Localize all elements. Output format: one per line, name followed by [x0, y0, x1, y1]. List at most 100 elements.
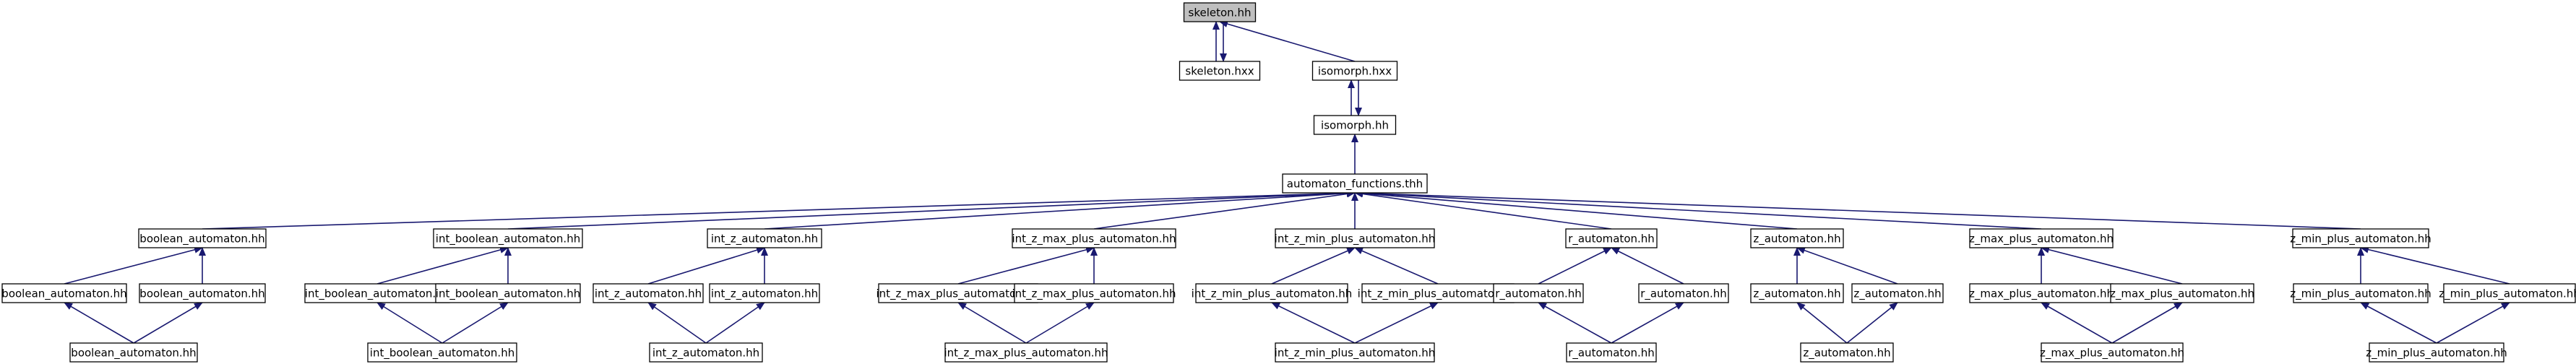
node-box — [878, 283, 1038, 303]
edge-n39-to-n29 — [2111, 302, 2183, 344]
node-box — [1282, 173, 1428, 194]
edge-n38-to-n26 — [1796, 302, 1848, 344]
edge-n27-to-n11 — [1796, 247, 1898, 285]
node-n4[interactable]: automaton_functions.thh — [1282, 173, 1428, 194]
edge-n31-to-n13 — [2360, 246, 2510, 285]
node-label: boolean_automaton.hh — [1, 287, 126, 301]
node-label: skeleton.hxx — [1185, 65, 1254, 78]
node-box — [1565, 228, 1658, 248]
node-label: int_z_max_plus_automaton.hh — [1012, 287, 1176, 301]
node-label: r_automaton.hh — [1568, 347, 1655, 360]
node-box — [367, 342, 517, 363]
node-n14[interactable]: boolean_automaton.hh — [1, 283, 127, 303]
node-n19[interactable]: int_z_automaton.hh — [709, 283, 820, 303]
node-label: int_z_min_plus_automaton.hh — [1192, 287, 1353, 301]
node-n22[interactable]: int_z_min_plus_automaton.hh — [1192, 283, 1353, 303]
node-label: int_boolean_automaton.hh — [436, 287, 580, 301]
node-label: int_z_max_plus_automaton.hh — [1012, 233, 1176, 246]
node-n0[interactable]: skeleton.hh — [1183, 2, 1257, 22]
node-label: int_z_min_plus_automaton.hh — [1275, 347, 1436, 360]
node-label: z_max_plus_automaton.hh — [2110, 287, 2254, 301]
node-n10[interactable]: r_automaton.hh — [1565, 228, 1658, 248]
node-n25[interactable]: r_automaton.hh — [1638, 283, 1729, 303]
node-label: int_z_automaton.hh — [595, 287, 702, 301]
node-n30[interactable]: z_min_plus_automaton.hh — [2290, 283, 2431, 303]
node-label: int_z_min_plus_automaton.hh — [1358, 287, 1519, 301]
node-box — [1183, 2, 1257, 22]
node-n34[interactable]: int_z_automaton.hh — [649, 342, 763, 363]
node-n6[interactable]: int_boolean_automaton.hh — [433, 228, 583, 248]
node-label: int_z_max_plus_automaton.hh — [876, 287, 1040, 301]
node-n17[interactable]: int_boolean_automaton.hh — [435, 283, 581, 303]
node-n12[interactable]: z_max_plus_automaton.hh — [1969, 228, 2114, 248]
node-box — [2443, 283, 2576, 303]
node-box — [709, 283, 820, 303]
node-n37[interactable]: r_automaton.hh — [1566, 342, 1657, 363]
node-box — [1275, 228, 1435, 248]
node-label: r_automaton.hh — [1568, 233, 1655, 246]
node-label: z_automaton.hh — [1753, 287, 1840, 301]
node-n21[interactable]: int_z_max_plus_automaton.hh — [1012, 283, 1176, 303]
node-n31[interactable]: z_min_plus_automaton.hh — [2439, 283, 2576, 303]
node-n36[interactable]: int_z_min_plus_automaton.hh — [1275, 342, 1436, 363]
node-label: z_max_plus_automaton.hh — [1969, 287, 2114, 301]
node-n32[interactable]: boolean_automaton.hh — [69, 342, 198, 363]
node-n16[interactable]: int_boolean_automaton.hh — [304, 283, 450, 303]
node-n33[interactable]: int_boolean_automaton.hh — [367, 342, 517, 363]
node-box — [593, 283, 704, 303]
node-n18[interactable]: int_z_automaton.hh — [593, 283, 704, 303]
node-box — [1800, 342, 1894, 363]
node-box — [1, 283, 127, 303]
edge-n36-to-n23 — [1354, 302, 1439, 344]
node-n20[interactable]: int_z_max_plus_automaton.hh — [876, 283, 1041, 303]
node-n38[interactable]: z_automaton.hh — [1800, 342, 1894, 363]
node-n15[interactable]: boolean_automaton.hh — [139, 283, 266, 303]
node-label: boolean_automaton.hh — [139, 233, 264, 246]
node-box — [1969, 228, 2114, 248]
node-box — [2292, 228, 2429, 248]
node-box — [2293, 283, 2429, 303]
node-n13[interactable]: z_min_plus_automaton.hh — [2290, 228, 2431, 248]
edge-n38-to-n27 — [1846, 302, 1898, 344]
node-n5[interactable]: boolean_automaton.hh — [138, 228, 267, 248]
node-n2[interactable]: isomorph.hxx — [1311, 61, 1398, 81]
edge-n7-to-n4 — [764, 189, 1356, 230]
node-n23[interactable]: int_z_min_plus_automaton.hh — [1358, 283, 1519, 303]
node-n27[interactable]: z_automaton.hh — [1851, 283, 1944, 303]
node-n40[interactable]: z_min_plus_automaton.hh — [2366, 342, 2507, 363]
node-n3[interactable]: isomorph.hh — [1313, 115, 1397, 135]
node-n26[interactable]: z_automaton.hh — [1750, 283, 1844, 303]
node-n24[interactable]: r_automaton.hh — [1493, 283, 1584, 303]
node-n39[interactable]: z_max_plus_automaton.hh — [2040, 342, 2184, 363]
node-n1[interactable]: skeleton.hxx — [1179, 61, 1261, 81]
node-box — [69, 342, 198, 363]
node-n9[interactable]: int_z_min_plus_automaton.hh — [1275, 228, 1436, 248]
node-n29[interactable]: z_max_plus_automaton.hh — [2110, 283, 2254, 303]
node-box — [1311, 61, 1398, 81]
node-label: int_boolean_automaton.hh — [370, 347, 514, 360]
edge-n11-to-n4 — [1354, 189, 1798, 230]
edge-n24-to-n10 — [1538, 247, 1612, 285]
node-box — [2369, 342, 2504, 363]
edge-n12-to-n4 — [1354, 189, 2042, 230]
node-n28[interactable]: z_max_plus_automaton.hh — [1969, 283, 2114, 303]
node-box — [1361, 283, 1515, 303]
edge-n8-to-n4 — [1093, 190, 1356, 230]
node-label: z_min_plus_automaton.hh — [2290, 233, 2431, 246]
node-box — [1566, 342, 1657, 363]
node-box — [139, 283, 266, 303]
node-label: int_z_min_plus_automaton.hh — [1275, 233, 1436, 246]
node-n11[interactable]: z_automaton.hh — [1750, 228, 1844, 248]
edge-n40-to-n31 — [2436, 302, 2510, 344]
node-n35[interactable]: int_z_max_plus_automaton.hh — [944, 342, 1108, 363]
node-n7[interactable]: int_z_automaton.hh — [707, 228, 822, 248]
node-box — [1179, 61, 1261, 81]
edge-n2-to-n0 — [1219, 20, 1356, 62]
node-label: z_automaton.hh — [1853, 287, 1941, 301]
node-label: automaton_functions.thh — [1287, 178, 1423, 191]
node-box — [2110, 283, 2254, 303]
node-n8[interactable]: int_z_max_plus_automaton.hh — [1012, 228, 1176, 248]
node-box — [1275, 342, 1435, 363]
node-label: r_automaton.hh — [1640, 287, 1727, 301]
